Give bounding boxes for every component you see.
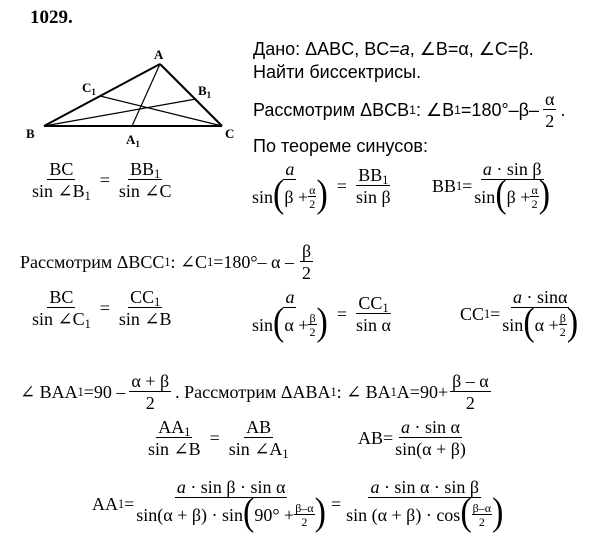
side-ac [159,63,223,127]
eq8-frac: a · sin α sin(α + β) [395,417,466,459]
bisector-cc1 [99,95,223,127]
bisector-bb1 [43,98,197,127]
label-c1: C1 [82,80,96,97]
side-ab [43,63,161,127]
eq9-frac-left: a · sin β · sin α sin(α + β) · sin(90° +… [136,477,326,534]
sine-rule-heading: По теореме синусов: [253,136,428,156]
eq8: AB= a · sin α sin(α + β) [358,417,466,459]
label-a1: A1 [126,132,140,149]
given-line: Дано: ΔABC, BC=a, ∠B=α, ∠C=β. [253,39,534,59]
bisector-aa1 [131,63,161,127]
find-line: Найти биссектрисы. [253,62,422,82]
label-b: B [26,126,35,141]
label-a: A [154,47,164,62]
triangle-diagram: A B C C1 B1 A1 [26,47,234,149]
problem-number: 1029. [30,7,73,28]
label-c: C [225,126,234,141]
label-b1: B1 [198,83,212,100]
